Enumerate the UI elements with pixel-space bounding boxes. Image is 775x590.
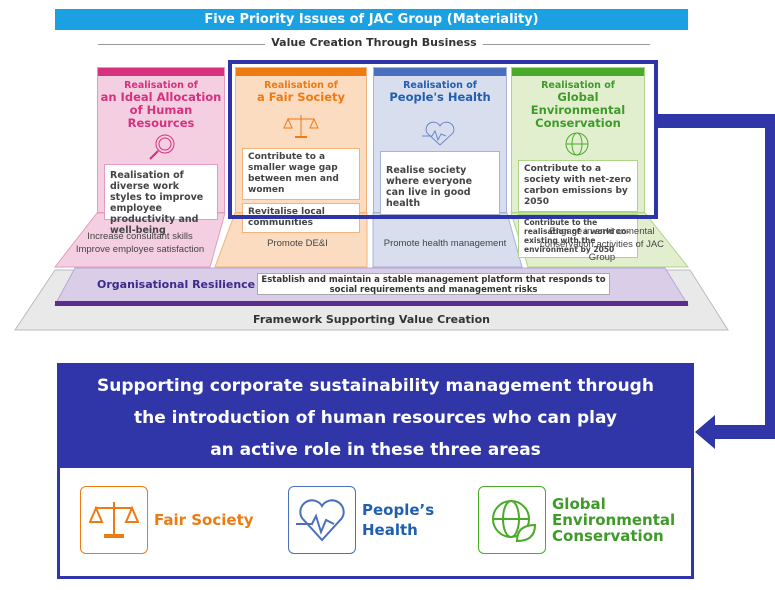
legend-fair-society: Fair Society (80, 486, 254, 554)
globe-leaf-icon (512, 130, 644, 160)
summary-heading: Supporting corporate sustainability mana… (60, 366, 691, 468)
column-fair-society: Realisation of a Fair Society Contribute… (235, 67, 367, 233)
value-creation-heading: Value Creation Through Business (98, 36, 650, 52)
page-title: Five Priority Issues of JAC Group (Mater… (55, 9, 688, 30)
globe-leaf-icon (478, 486, 546, 554)
resilience-label: Organisational Resilience (97, 278, 256, 291)
base-item-fair: Promote DE&I (267, 237, 328, 249)
base-item-health: Promote health management (383, 237, 507, 249)
heart-pulse-icon (288, 486, 356, 554)
framework-label: Framework Supporting Value Creation (253, 313, 490, 326)
focus-frame (228, 60, 658, 219)
value-creation-label: Value Creation Through Business (265, 36, 483, 49)
scales-icon (236, 104, 366, 148)
column-peoples-health: Realisation of People's Health Realise s… (373, 67, 507, 215)
magnifier-person-icon (98, 130, 224, 164)
base-item-env: Engage in environmental conservation act… (539, 225, 665, 263)
resilience-text: Establish and maintain a stable manageme… (257, 273, 610, 295)
heart-pulse-icon (374, 117, 506, 151)
summary-panel: Supporting corporate sustainability mana… (57, 363, 694, 579)
column-human-resources: Realisation of an Ideal Allocation of Hu… (97, 67, 225, 236)
scales-icon (80, 486, 148, 554)
column-environment: Realisation of Global Environmental Cons… (511, 67, 645, 258)
